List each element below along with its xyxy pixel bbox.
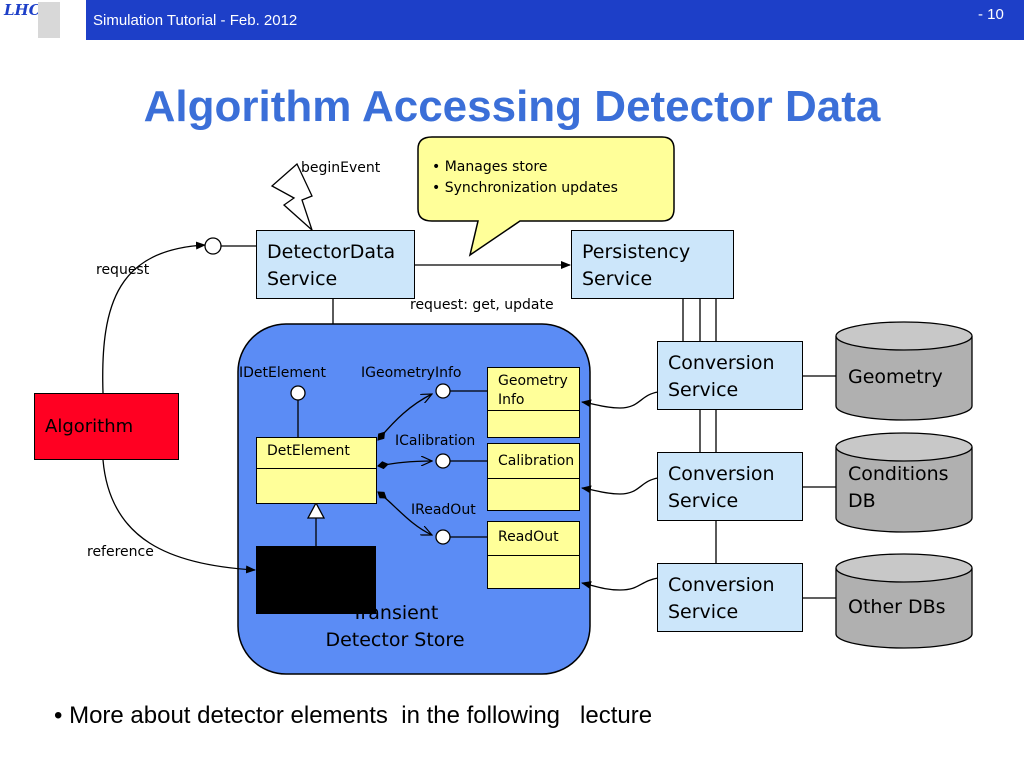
idetelement-circle — [290, 385, 306, 401]
ireadout-circle — [435, 529, 451, 545]
calibration-class: Calibration — [487, 443, 580, 511]
igeometryinfo-circle — [435, 383, 451, 399]
note-line-store: • Manages store — [432, 159, 548, 175]
request-curve — [102, 241, 206, 394]
other-db-cylinder — [835, 553, 973, 649]
other-db-label: Other DBs — [848, 596, 946, 618]
request-label: request — [96, 262, 150, 278]
header-title: Simulation Tutorial - Feb. 2012 — [93, 12, 298, 29]
conv-calibration-curve — [581, 477, 659, 495]
geometry-info-class: Geometry Info — [487, 367, 580, 438]
algorithm-box: Algorithm — [34, 393, 179, 460]
begin-event-label: beginEvent — [301, 160, 381, 176]
igeometryinfo-link — [378, 394, 432, 440]
igeometryinfo-label: IGeometryInfo — [361, 365, 462, 381]
conversion-service-geometry: Conversion Service — [657, 341, 803, 410]
geometry-db-label: Geometry — [848, 366, 943, 388]
lightning-bolt-icon — [270, 162, 314, 233]
inheritance-triangle — [306, 501, 326, 519]
conversion-service-conditions: Conversion Service — [657, 452, 803, 521]
readout-class: ReadOut — [487, 521, 580, 589]
reference-label: reference — [87, 544, 154, 560]
conv-geometry-curve — [581, 391, 659, 409]
header-bar: LHCb Simulation Tutorial - Feb. 2012 - 1… — [0, 0, 1024, 40]
conv-readout-curve — [581, 577, 659, 591]
note-box: • Manages store • Synchronization update… — [418, 137, 673, 221]
page-number: - 10 — [978, 6, 1004, 23]
persistency-service: Persistency Service — [571, 230, 734, 299]
detelement-class: DetElement — [256, 437, 377, 504]
geometry-db-cylinder — [835, 321, 973, 421]
lhcb-logo: LHCb — [0, 0, 86, 40]
detector-data-service: DetectorData Service — [256, 230, 415, 299]
idetelement-label: IDetElement — [239, 365, 326, 381]
portrait-image — [38, 2, 60, 38]
note-line-sync: • Synchronization updates — [432, 180, 618, 196]
algorithm-label: Algorithm — [45, 416, 134, 437]
reference-curve — [102, 459, 256, 574]
conditions-db-label: Conditions DB — [848, 463, 949, 512]
icalibration-circle — [435, 453, 451, 469]
icalibration-link — [378, 461, 432, 466]
transient-store-label: Transient Detector Store — [325, 602, 465, 651]
ireadout-label: IReadOut — [411, 502, 476, 518]
icalibration-label: ICalibration — [395, 433, 476, 449]
slide-title: Algorithm Accessing Detector Data — [143, 82, 881, 131]
ireadout-link — [378, 492, 432, 535]
detector-element-instance — [256, 546, 376, 614]
note-callout — [417, 136, 675, 257]
request-get-update-label: request: get, update — [410, 297, 554, 313]
footer-bullet: • More about detector elements in the fo… — [54, 702, 653, 729]
dds-interface-circle — [204, 237, 222, 255]
conversion-service-other: Conversion Service — [657, 563, 803, 632]
conditions-db-cylinder — [835, 432, 973, 533]
